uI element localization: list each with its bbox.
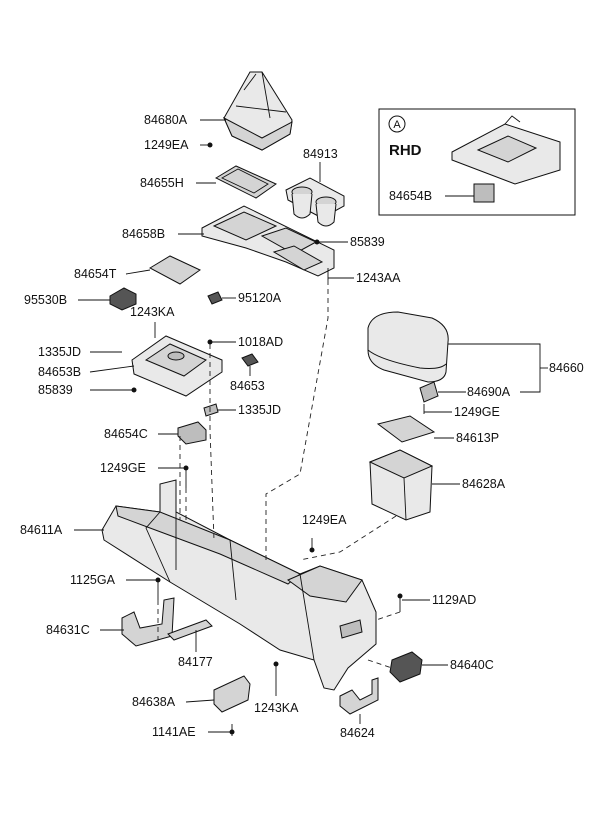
label-1141AE: 1141AE <box>152 725 196 739</box>
label-1243AA: 1243AA <box>356 271 401 285</box>
label-84654B: 84654B <box>389 189 432 203</box>
hinge-84690A-drawing <box>419 381 439 403</box>
switch-84653-drawing <box>241 353 259 367</box>
screw-85839-top-drawing <box>314 239 320 245</box>
bolt-1249EA-mid-drawing <box>309 547 315 553</box>
inset-marker: A <box>393 119 401 131</box>
label-1249GE-right: 1249GE <box>454 405 500 419</box>
screw-1018AD-drawing <box>207 339 213 345</box>
label-95530B: 95530B <box>24 293 67 307</box>
label-84690A: 84690A <box>467 385 511 399</box>
label-84654C: 84654C <box>104 427 148 441</box>
screw-1125GA-drawing <box>155 577 161 583</box>
rhd-inset: A RHD 84654B <box>378 108 576 216</box>
armrest-84660-drawing <box>367 311 449 383</box>
screw-1243KA-bottom-drawing <box>273 661 279 667</box>
rhd-switch-84654B-drawing <box>473 183 495 203</box>
screw-1129AD-drawing <box>397 593 403 599</box>
upper-panel-84658B-drawing <box>201 205 335 277</box>
label-1125GA: 1125GA <box>70 573 116 587</box>
label-84655H: 84655H <box>140 176 184 190</box>
plate-84177-drawing <box>167 619 213 641</box>
switch-95530B-drawing <box>109 287 137 311</box>
label-84640C: 84640C <box>450 658 494 672</box>
screw-1141AE-drawing <box>229 729 235 735</box>
label-1243KA-bottom: 1243KA <box>254 701 299 715</box>
label-1249GE-left: 1249GE <box>100 461 146 475</box>
lamp-84640C-drawing <box>389 651 423 683</box>
cup-holder-84913-drawing <box>285 177 345 227</box>
inset-marker-circle <box>388 115 406 133</box>
label-84611A: 84611A <box>20 523 63 537</box>
label-85839-left: 85839 <box>38 383 73 397</box>
bracket-84631C-drawing <box>121 597 175 647</box>
bolt-1249EA-drawing <box>207 142 213 148</box>
bracket-84624-drawing <box>339 677 379 715</box>
label-1243KA-top: 1243KA <box>130 305 175 319</box>
part-labels: 84680A 1249EA 84913 84655H 84658B 85839 … <box>20 113 584 740</box>
label-84680A: 84680A <box>144 113 188 127</box>
storage-box-84628A-drawing <box>368 449 434 521</box>
label-1018AD: 1018AD <box>238 335 283 349</box>
label-84631C: 84631C <box>46 623 90 637</box>
label-84177: 84177 <box>178 655 213 669</box>
bracket-84654C-drawing <box>177 421 207 445</box>
mat-84613P-drawing <box>376 415 436 443</box>
label-84913: 84913 <box>303 147 338 161</box>
label-84654T: 84654T <box>74 267 117 281</box>
label-84658B: 84658B <box>122 227 165 241</box>
label-1129AD: 1129AD <box>432 593 476 607</box>
label-85839-top: 85839 <box>350 235 385 249</box>
label-84653: 84653 <box>230 379 265 393</box>
label-84624: 84624 <box>340 726 375 740</box>
label-1335JD-left: 1335JD <box>38 345 81 359</box>
connector-95120A-drawing <box>207 291 223 305</box>
insert-84655H-drawing <box>214 165 278 199</box>
label-84653B: 84653B <box>38 365 81 379</box>
bracket-84638A-drawing <box>213 675 251 713</box>
shift-panel-84653B-drawing <box>131 335 223 397</box>
label-84613P: 84613P <box>456 431 499 445</box>
assembly-lines <box>157 280 401 669</box>
label-1335JD-right: 1335JD <box>238 403 281 417</box>
bolt-1249GE-left-drawing <box>183 465 189 471</box>
inset-heading: RHD <box>389 142 422 159</box>
main-console-84611A-drawing <box>101 479 377 691</box>
label-84628A: 84628A <box>462 477 506 491</box>
label-84660: 84660 <box>549 361 584 375</box>
screw-85839-left-drawing <box>131 387 137 393</box>
shift-boot-84680A-drawing <box>222 71 293 151</box>
panel-84654T-drawing <box>148 255 201 285</box>
label-84638A: 84638A <box>132 695 176 709</box>
label-1249EA-top: 1249EA <box>144 138 189 152</box>
label-1249EA-mid: 1249EA <box>302 513 347 527</box>
clip-1335JD-right-drawing <box>203 403 219 417</box>
label-95120A: 95120A <box>238 291 282 305</box>
rhd-panel-opening <box>476 135 538 163</box>
